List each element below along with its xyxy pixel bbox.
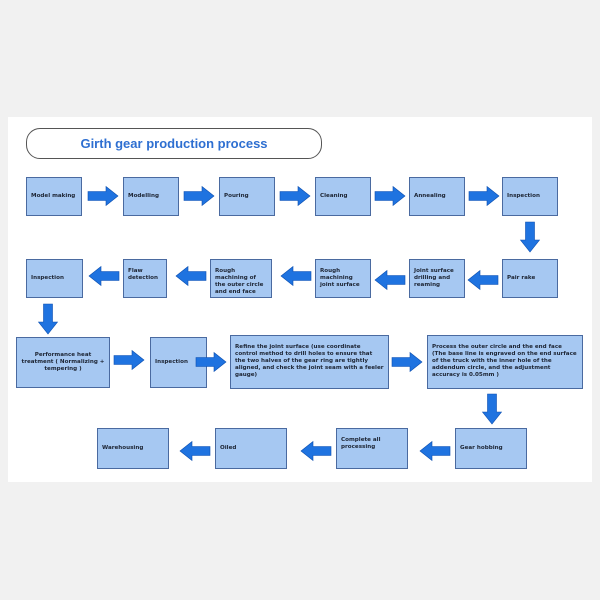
step-label: Complete all processing bbox=[341, 437, 381, 450]
step-inspection-2: Inspection bbox=[26, 259, 83, 298]
step-label: Performance heat treatment ( Normalizing… bbox=[21, 352, 105, 372]
step-label: Rough machining of the outer circle and … bbox=[215, 268, 264, 295]
step-label: Process the outer circle and the end fac… bbox=[432, 344, 577, 378]
diagram-title: Girth gear production process bbox=[80, 136, 268, 151]
step-refine-joint-surface: Refine the joint surface (use coordinate… bbox=[230, 335, 389, 389]
step-annealing: Annealing bbox=[409, 177, 465, 216]
step-label: Annealing bbox=[414, 193, 446, 199]
step-label: Inspection bbox=[31, 275, 64, 281]
step-model-making: Model making bbox=[26, 177, 82, 216]
step-inspection-3: Inspection bbox=[150, 337, 207, 388]
step-label: Gear hobbing bbox=[460, 445, 503, 451]
step-rough-outer-circle: Rough machining of the outer circle and … bbox=[210, 259, 272, 298]
step-gear-hobbing: Gear hobbing bbox=[455, 428, 527, 469]
step-label: Model making bbox=[31, 193, 76, 199]
step-label: Modelling bbox=[128, 193, 159, 199]
step-label: Oiled bbox=[220, 445, 237, 451]
step-label: Rough machining joint surface bbox=[320, 268, 360, 288]
step-label: Warehousing bbox=[102, 445, 144, 451]
step-oiled: Oiled bbox=[215, 428, 287, 469]
title-box: Girth gear production process bbox=[26, 128, 322, 159]
step-complete-processing: Complete all processing bbox=[336, 428, 408, 469]
step-pouring: Pouring bbox=[219, 177, 275, 216]
step-label: Cleaning bbox=[320, 193, 348, 199]
step-cleaning: Cleaning bbox=[315, 177, 371, 216]
step-label: Pouring bbox=[224, 193, 249, 199]
step-heat-treatment: Performance heat treatment ( Normalizing… bbox=[16, 337, 110, 388]
step-label: Pair rake bbox=[507, 275, 536, 281]
step-warehousing: Warehousing bbox=[97, 428, 169, 469]
step-label: Joint surface drilling and reaming bbox=[414, 268, 454, 288]
step-process-outer-circle: Process the outer circle and the end fac… bbox=[427, 335, 583, 389]
step-rough-joint-surface: Rough machining joint surface bbox=[315, 259, 371, 298]
step-joint-surface-drilling: Joint surface drilling and reaming bbox=[409, 259, 465, 298]
step-label: Inspection bbox=[507, 193, 540, 199]
step-pair-rake: Pair rake bbox=[502, 259, 558, 298]
step-label: Refine the joint surface (use coordinate… bbox=[235, 344, 384, 378]
step-modelling: Modelling bbox=[123, 177, 179, 216]
step-flaw-detection: Flaw detection bbox=[123, 259, 167, 298]
step-label: Inspection bbox=[155, 359, 188, 365]
step-inspection-1: Inspection bbox=[502, 177, 558, 216]
step-label: Flaw detection bbox=[128, 268, 158, 281]
